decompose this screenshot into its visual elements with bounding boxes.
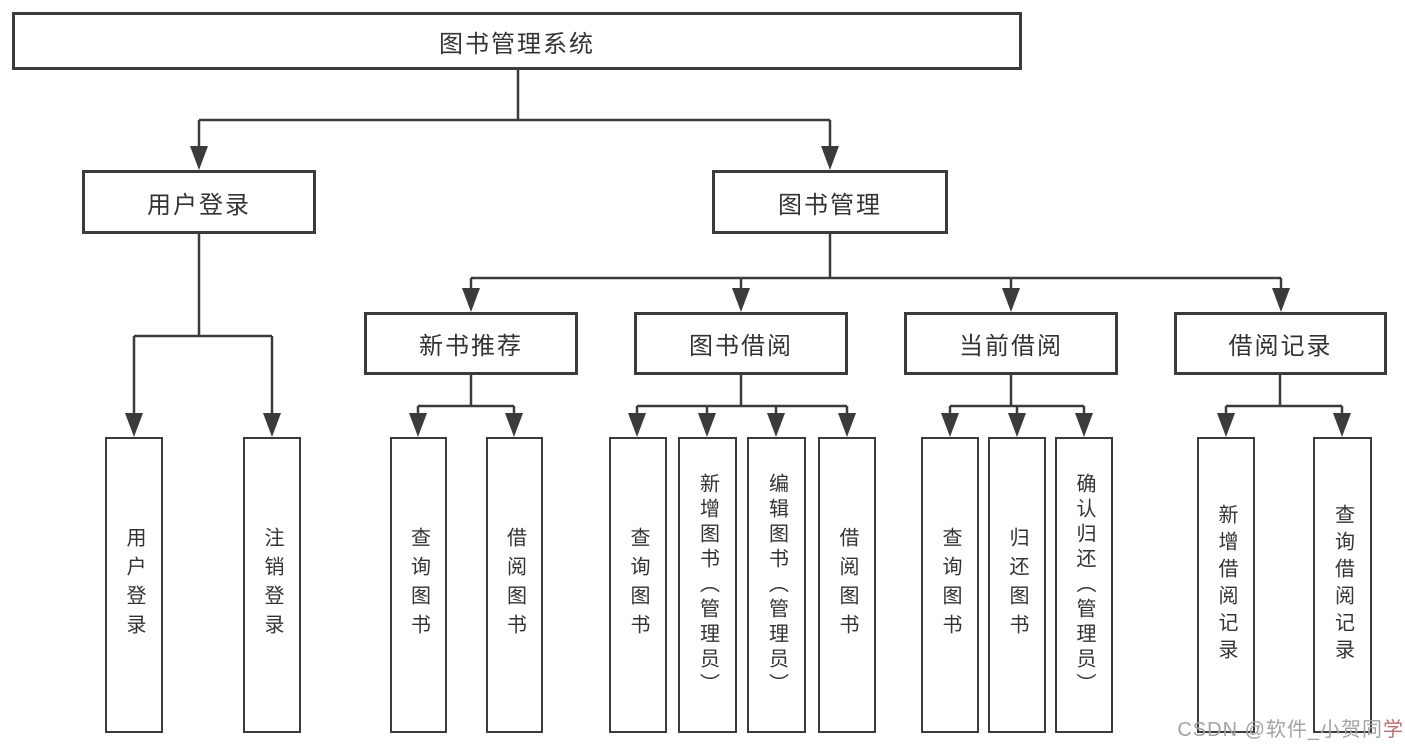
leaf-logout: 注销登录 <box>243 437 301 733</box>
node-current-borrow: 当前借阅 <box>904 312 1118 375</box>
leaf-borrow-book-borrow: 借阅图书 <box>818 437 876 733</box>
arrowheads-leaf-branches <box>409 413 1351 437</box>
leaf-add-book-admin: 新增图书（管理员） <box>678 437 737 733</box>
leaf-logout-label: 注销登录 <box>261 527 283 643</box>
leaf-query-book-borrow: 查询图书 <box>609 437 667 733</box>
leaf-user-login: 用户登录 <box>105 437 163 733</box>
connector-root-branch <box>197 70 832 150</box>
connector-book-mgmt-branch <box>469 234 1283 292</box>
leaf-return-book: 归还图书 <box>988 437 1046 733</box>
arrowheads-user-login-branch <box>125 413 281 437</box>
watermark: CSDN @软件_小贺同学 <box>1177 713 1404 742</box>
leaf-query-book-rec: 查询图书 <box>390 437 447 733</box>
arrowheads-root-branch <box>190 146 839 170</box>
leaf-query-borrow-record-label: 查询借阅记录 <box>1331 504 1354 666</box>
leaf-edit-book-admin-label: 编辑图书（管理员） <box>765 472 788 698</box>
node-book-mgmt-label: 图书管理 <box>778 191 882 219</box>
leaf-confirm-return-admin: 确认归还（管理员） <box>1055 437 1113 733</box>
node-book-borrow: 图书借阅 <box>634 312 848 375</box>
leaf-add-borrow-record: 新增借阅记录 <box>1197 437 1255 733</box>
leaf-borrow-book-rec-label: 借阅图书 <box>503 527 526 643</box>
connector-leaf-branches <box>416 375 1344 417</box>
leaf-confirm-return-admin-label: 确认归还（管理员） <box>1073 472 1095 698</box>
node-book-borrow-label: 图书借阅 <box>689 333 793 360</box>
leaf-add-book-admin-label: 新增图书（管理员） <box>696 472 719 698</box>
leaf-edit-book-admin: 编辑图书（管理员） <box>747 437 806 733</box>
arrowheads-book-mgmt-branch <box>462 288 1290 312</box>
node-book-mgmt: 图书管理 <box>712 170 948 234</box>
connector-user-login-branch <box>132 234 274 417</box>
leaf-borrow-book-borrow-label: 借阅图书 <box>836 527 858 643</box>
node-borrow-records-label: 借阅记录 <box>1228 333 1333 360</box>
leaf-query-borrow-record: 查询借阅记录 <box>1313 437 1372 733</box>
node-borrow-records: 借阅记录 <box>1174 312 1387 375</box>
leaf-query-book-rec-label: 查询图书 <box>407 527 430 643</box>
leaf-borrow-book-rec: 借阅图书 <box>486 437 543 733</box>
node-root-label: 图书管理系统 <box>439 30 595 58</box>
node-user-login: 用户登录 <box>82 170 316 234</box>
node-current-borrow-label: 当前借阅 <box>959 333 1063 360</box>
node-root: 图书管理系统 <box>12 12 1022 70</box>
leaf-add-borrow-record-label: 新增借阅记录 <box>1215 504 1237 666</box>
leaf-return-book-label: 归还图书 <box>1006 527 1028 643</box>
leaf-user-login-label: 用户登录 <box>123 527 145 643</box>
leaf-query-book-current-label: 查询图书 <box>939 527 961 643</box>
leaf-query-book-borrow-label: 查询图书 <box>627 527 649 643</box>
node-new-book-rec-label: 新书推荐 <box>419 333 523 360</box>
leaf-query-book-current: 查询图书 <box>921 437 979 733</box>
node-user-login-label: 用户登录 <box>147 191 251 219</box>
watermark-accent-text: 学 <box>1383 719 1404 741</box>
watermark-text: CSDN @软件_小贺同 <box>1177 719 1383 741</box>
node-new-book-rec: 新书推荐 <box>364 312 578 375</box>
